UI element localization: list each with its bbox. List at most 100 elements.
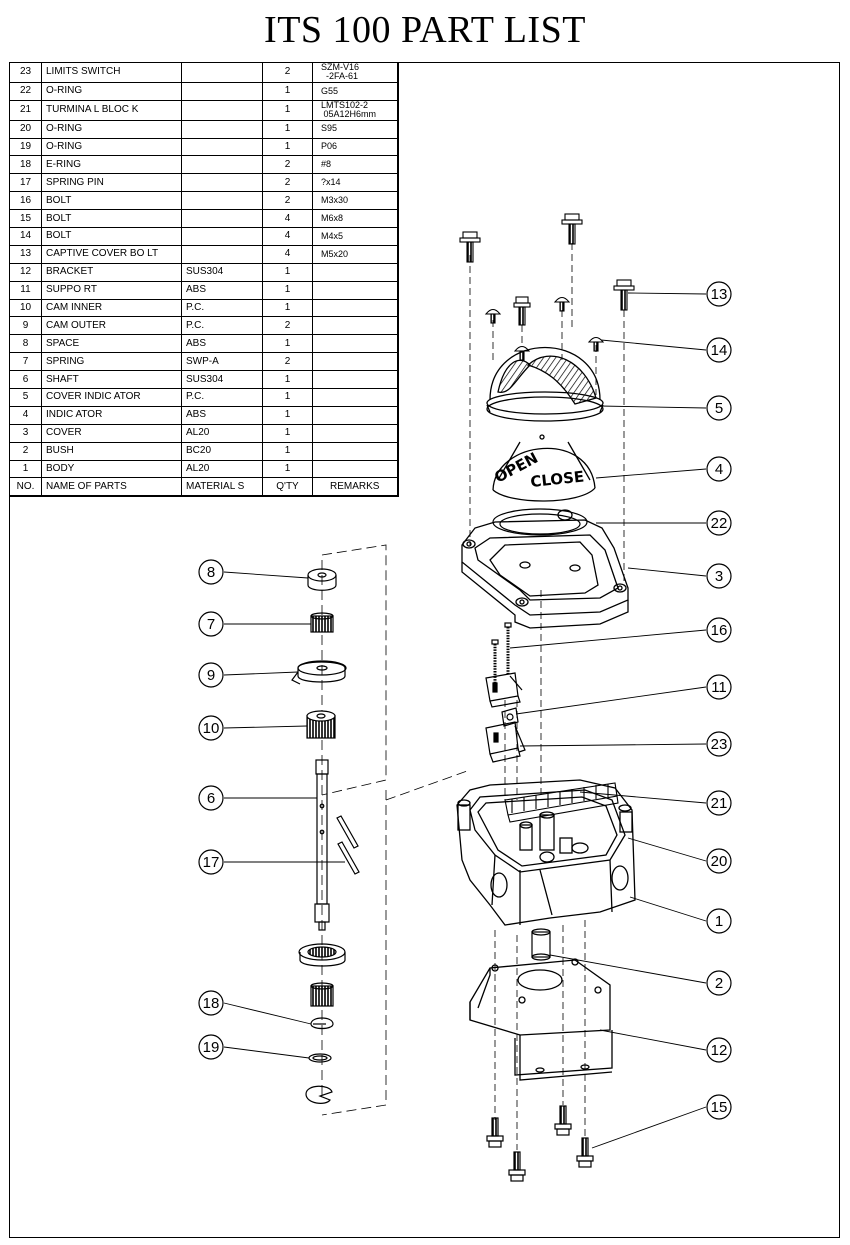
spring-upper	[310, 612, 334, 633]
bush	[531, 928, 551, 961]
callout-12: 12	[706, 1037, 732, 1063]
callout-number: 9	[207, 667, 215, 684]
callout-circle	[198, 785, 224, 811]
callout-circle	[706, 456, 732, 482]
cam-inner	[306, 710, 336, 739]
callout-18: 18	[198, 990, 224, 1016]
callout-number: 11	[711, 679, 727, 696]
shaft-collar	[298, 943, 346, 967]
callout-number: 4	[715, 461, 723, 478]
callout-22: 22	[706, 510, 732, 536]
callout-number: 15	[711, 1099, 728, 1116]
callout-number: 14	[711, 342, 728, 359]
callout-number: 21	[711, 795, 728, 812]
callout-circle	[198, 715, 224, 741]
page-title: ITS 100 PART LIST	[264, 9, 586, 51]
leader-lines	[223, 292, 707, 1149]
bolt-m6x8	[486, 1105, 594, 1182]
callout-number: 12	[711, 1042, 728, 1059]
callout-circle	[706, 908, 732, 934]
indicator-dome	[492, 434, 596, 502]
callout-number: 18	[203, 995, 220, 1012]
callout-circle	[706, 510, 732, 536]
callout-3: 3	[706, 563, 732, 589]
callout-8: 8	[198, 559, 224, 585]
callout-16: 16	[706, 617, 732, 643]
header-remarks: REMARKS	[312, 477, 398, 497]
callout-circle	[198, 559, 224, 585]
callout-5: 5	[706, 395, 732, 421]
callout-number: 7	[207, 616, 215, 633]
spring-pin	[336, 815, 360, 875]
header-name: NAME OF PARTS	[41, 477, 182, 497]
callout-number: 8	[207, 564, 215, 581]
spacer	[307, 568, 337, 591]
callout-number: 10	[203, 720, 220, 737]
callout-circle	[706, 848, 732, 874]
callout-10: 10	[198, 715, 224, 741]
callout-number: 16	[711, 622, 728, 639]
callout-13: 13	[706, 281, 732, 307]
terminal-block	[504, 782, 619, 823]
callout-number: 20	[711, 853, 728, 870]
captive-cover-bolt	[459, 213, 635, 326]
explode-lines-top	[469, 243, 625, 800]
callout-23: 23	[706, 731, 732, 757]
callout-circle	[706, 731, 732, 757]
callout-circle	[706, 617, 732, 643]
callout-20: 20	[706, 848, 732, 874]
callout-number: 23	[711, 736, 728, 753]
callout-circle	[706, 1094, 732, 1120]
callout-number: 2	[715, 975, 723, 992]
callout-4: 4	[706, 456, 732, 482]
callout-circle	[198, 1034, 224, 1060]
callout-number: 17	[203, 854, 220, 871]
callout-number: 22	[711, 515, 728, 532]
callout-circle	[198, 990, 224, 1016]
shaft	[314, 759, 330, 931]
callout-circle	[706, 1037, 732, 1063]
bolt-m3x30	[491, 622, 512, 688]
cover-indicator-dome	[486, 346, 604, 422]
support-bracket	[501, 707, 519, 727]
limit-switch-upper	[485, 672, 523, 708]
explode-lines-bottom	[494, 920, 586, 1150]
cam-outer	[291, 660, 347, 685]
callout-1: 1	[706, 908, 732, 934]
callout-circle	[706, 395, 732, 421]
indicator-close-label: CLOSE	[530, 467, 585, 491]
o-ring-small	[308, 1053, 332, 1063]
callout-circle	[706, 790, 732, 816]
body-housing	[456, 779, 636, 926]
callout-number: 13	[711, 286, 728, 303]
callout-circle	[706, 674, 732, 700]
callout-number: 19	[203, 1039, 220, 1056]
callout-7: 7	[198, 611, 224, 637]
callout-number: 3	[715, 568, 723, 585]
callout-circle	[706, 970, 732, 996]
callout-19: 19	[198, 1034, 224, 1060]
callout-circle	[706, 281, 732, 307]
callout-9: 9	[198, 662, 224, 688]
drawing-frame	[9, 62, 840, 1238]
bracket	[469, 958, 613, 1081]
cover-housing	[461, 509, 629, 629]
cell-remarks: P06	[312, 137, 398, 157]
callout-17: 17	[198, 849, 224, 875]
callout-6: 6	[198, 785, 224, 811]
